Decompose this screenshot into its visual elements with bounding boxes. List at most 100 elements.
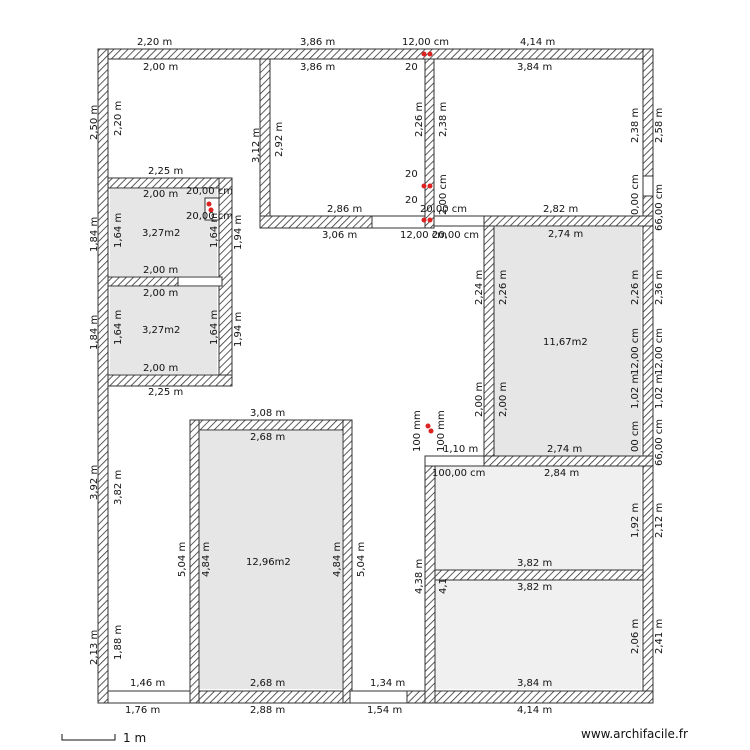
door-lower-top — [424, 455, 485, 467]
dimension-label: 2,00 m — [143, 363, 178, 374]
marker-icon — [206, 201, 212, 207]
horizontal-dimensions: 2,20 m 3,86 m 12,00 cm 4,14 m 2,00 m 3,8… — [125, 37, 583, 716]
dimension-label: 2,20 m — [137, 37, 172, 48]
dimension-label: 1,64 m — [113, 310, 124, 345]
dimension-label: 2,00 m — [498, 382, 509, 417]
room-lower-right-bottom — [435, 580, 641, 689]
dimension-label: 100 mm — [412, 410, 423, 452]
dimension-label: 5,04 m — [356, 542, 367, 577]
dimension-label: 1,02 m — [630, 374, 641, 409]
dimension-label: 20 — [405, 169, 418, 180]
dimension-label: 20,00 cm — [186, 186, 233, 197]
wall-outer-top — [97, 48, 654, 60]
dimension-label: 3,08 m — [250, 408, 285, 419]
wall-outer-left — [97, 48, 109, 704]
dimension-label: 2,41 m — [654, 619, 665, 654]
dimension-label: 3,86 m — [300, 37, 335, 48]
dimension-label: 2,74 m — [547, 444, 582, 455]
room-fills — [110, 189, 641, 689]
dimension-label: 1,34 m — [370, 678, 405, 689]
dimension-label: 3,82 m — [517, 558, 552, 569]
dimension-label: 20 — [405, 195, 418, 206]
dimension-label: 12,00 cm — [402, 37, 449, 48]
dimension-label: 2,84 m — [544, 468, 579, 479]
dimension-label: 2,20 m — [113, 101, 124, 136]
dimension-label: 4,38 m — [414, 559, 425, 594]
dimension-label: 2,12 m — [654, 503, 665, 538]
dimension-label: 2,26 m — [414, 102, 425, 137]
dimension-label: 1,64 m — [113, 213, 124, 248]
dimension-label: 4,84 m — [201, 542, 212, 577]
area-labels: 3,27m2 3,27m2 11,67m2 12,96m2 — [142, 228, 588, 568]
dimension-label: 2,24 m — [474, 270, 485, 305]
scale-bar-line — [61, 734, 116, 741]
dimension-label: 2,00 m — [143, 62, 178, 73]
dimension-label: 1,64 m — [209, 213, 220, 248]
dimension-label: 3,84 m — [517, 62, 552, 73]
dimension-label: 5,04 m — [177, 542, 188, 577]
dimension-label: 1,94 m — [233, 215, 244, 250]
dimension-label: 66,00 cm — [654, 184, 665, 231]
room-area-label: 11,67m2 — [543, 337, 588, 348]
wall-small-bottom — [107, 374, 233, 387]
wall-upper-room-bottom — [259, 215, 373, 229]
dimension-label: 2,68 m — [250, 432, 285, 443]
dimension-label: 1,84 m — [89, 217, 100, 252]
dimension-label: 2,36 m — [654, 270, 665, 305]
dimension-label: 1,46 m — [130, 678, 165, 689]
dimension-label: 2,58 m — [654, 108, 665, 143]
dimension-label: 2,26 m — [498, 270, 509, 305]
door-bottom-center — [349, 690, 408, 704]
dimension-label: 2,68 m — [250, 678, 285, 689]
wall-outer-right — [642, 48, 654, 704]
scale-label: 1 m — [123, 731, 146, 745]
dimension-label: 2,25 m — [148, 166, 183, 177]
dimension-label: 1,84 m — [89, 315, 100, 350]
credit-text[interactable]: www.archifacile.fr — [581, 727, 688, 741]
door-bottom-left — [107, 690, 191, 704]
dimension-label: 2,86 m — [327, 204, 362, 215]
room-big-right — [494, 227, 641, 456]
room-area-label: 3,27m2 — [142, 325, 180, 336]
dimension-label: 20 — [405, 62, 418, 73]
dimension-label: 3,86 m — [300, 62, 335, 73]
dimension-label: 100,00 cm — [432, 468, 485, 479]
room-small-bottom — [110, 287, 217, 374]
walls — [97, 48, 654, 704]
dimension-label: 12,00 cm — [630, 328, 641, 375]
dimension-label: 2,82 m — [543, 204, 578, 215]
wall-lower-left — [424, 455, 436, 704]
room-big-center — [199, 431, 342, 689]
marker-icon — [427, 183, 433, 189]
door-upper-bottom — [371, 215, 426, 229]
marker-icon — [421, 51, 427, 57]
door-upper-right — [433, 215, 485, 227]
room-area-label: 12,96m2 — [246, 557, 291, 568]
room-area-label: 3,27m2 — [142, 228, 180, 239]
dimension-label: 1,92 m — [630, 503, 641, 538]
dimension-label: 3,82 m — [517, 582, 552, 593]
dimension-label: 1,94 m — [233, 312, 244, 347]
dimension-label: 12,00 cm — [400, 230, 447, 241]
dimension-label: 20,00 cm — [432, 230, 479, 241]
marker-icon — [428, 428, 434, 434]
wall-upper-divider — [424, 58, 435, 229]
dimension-label: 4,14 m — [520, 37, 555, 48]
room-lower-right-top — [435, 466, 641, 570]
scale-bar: 1 m — [61, 731, 146, 745]
door-outer-right — [642, 175, 654, 197]
marker-icon — [427, 217, 433, 223]
dimension-label: 4,14 m — [517, 705, 552, 716]
dimension-label: 2,00 m — [143, 189, 178, 200]
wall-upper-right-bottom — [483, 215, 654, 227]
dimension-label: 2,00 m — [143, 265, 178, 276]
wall-center-left — [189, 419, 200, 704]
dimension-label: 12,00 cm — [654, 328, 665, 375]
marker-icon — [421, 217, 427, 223]
marker-icon — [425, 423, 431, 429]
wall-lower-middle — [434, 569, 644, 581]
dimension-label: 2,25 m — [148, 387, 183, 398]
dimension-label: 1,54 m — [367, 705, 402, 716]
dimension-label: 2,26 m — [630, 270, 641, 305]
